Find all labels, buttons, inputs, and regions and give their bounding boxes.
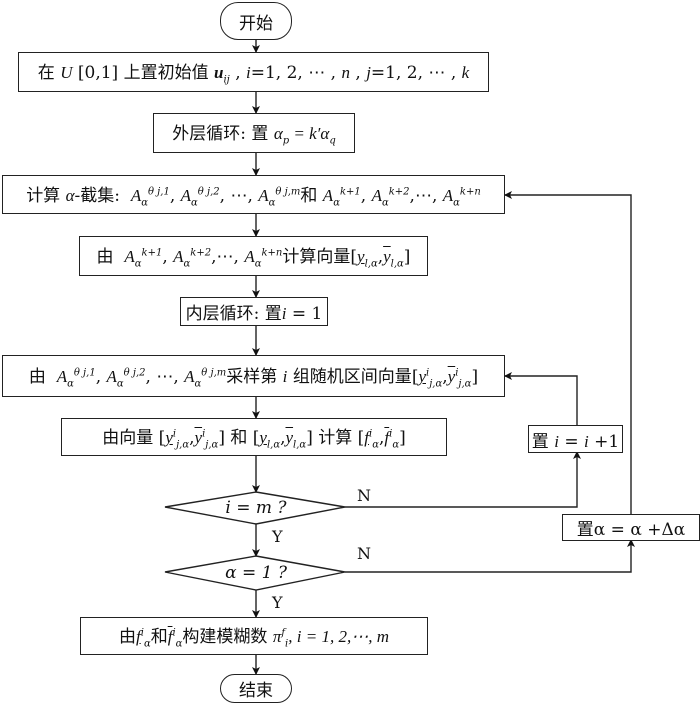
label-d1-no: N bbox=[357, 486, 371, 505]
step-outer-loop: 外层循环: 置 αp = k′αq bbox=[153, 113, 355, 153]
step-init: 在 U [0,1] 上置初始值 uij , i=1, 2, ⋯ , n , j=… bbox=[18, 52, 489, 92]
step-inner-loop: 内层循环: 置i = 1 bbox=[180, 297, 328, 326]
label-d2-no: N bbox=[357, 544, 371, 563]
arrow-d2-no bbox=[345, 539, 635, 573]
step-outer-loop-text: 外层循环: 置 αp = k′αq bbox=[172, 124, 336, 147]
decision-i-eq-m: i = m ? bbox=[200, 494, 312, 522]
arrow-d1-no bbox=[345, 451, 581, 508]
start-label: 开始 bbox=[239, 13, 273, 34]
decision-alpha-eq-1: α = 1 ? bbox=[200, 559, 312, 587]
step-compute-f: 由向量 [yij,α,yij,α] 和 [yl,α,yl,α] 计算 [fiα,… bbox=[61, 418, 447, 456]
arrow-inc-i-sample bbox=[504, 372, 578, 425]
step-compute-vector-text: 由 Aαk+1, Aαk+2,⋯, Aαk+n计算向量[yl,α,yl,α] bbox=[96, 247, 411, 270]
step-compute-vector: 由 Aαk+1, Aαk+2,⋯, Aαk+n计算向量[yl,α,yl,α] bbox=[79, 236, 428, 276]
decision-alpha-eq-1-shape bbox=[164, 555, 346, 591]
start-terminal: 开始 bbox=[220, 2, 292, 40]
end-label: 结束 bbox=[239, 681, 273, 701]
step-compute-f-text: 由向量 [yij,α,yij,α] 和 [yl,α,yl,α] 计算 [fiα,… bbox=[102, 428, 406, 451]
step-build-fuzzy: 由fiα和fiα构建模糊数 πfi, i = 1, 2,⋯, m bbox=[80, 617, 428, 655]
step-init-text: 在 U [0,1] 上置初始值 uij , i=1, 2, ⋯ , n , j=… bbox=[37, 63, 470, 86]
step-increment-i-text: 置 i = m ?i = i +1 bbox=[531, 431, 620, 452]
step-build-fuzzy-text: 由fiα和fiα构建模糊数 πfi, i = 1, 2,⋯, m bbox=[119, 627, 389, 650]
decision-alpha-eq-1-label: α = 1 ? bbox=[225, 563, 287, 583]
arrow-inc-alpha-cut bbox=[504, 191, 632, 514]
decision-i-eq-m-label: i = m ? bbox=[225, 498, 287, 518]
step-alpha-cut: 计算 α-截集: Aαθ j,1, Aαθ j,2, ⋯, Aαθ j,m和 A… bbox=[2, 175, 505, 214]
step-increment-alpha: 置α = α +Δα bbox=[562, 514, 700, 541]
step-sample: 由 Aαθ j,1, Aαθ j,2, ⋯, Aαθ j,m采样第 i 组随机区… bbox=[2, 355, 505, 397]
step-inner-loop-text: 内层循环: 置i = 1 bbox=[185, 304, 323, 324]
label-d2-yes: Y bbox=[272, 593, 283, 612]
step-increment-i: 置 i = m ?i = i +1 bbox=[528, 425, 623, 453]
step-increment-alpha-text: 置α = α +Δα bbox=[576, 520, 686, 540]
end-terminal: 结束 bbox=[220, 674, 292, 703]
decision-i-eq-m-shape bbox=[164, 491, 346, 525]
step-sample-text: 由 Aαθ j,1, Aαθ j,2, ⋯, Aαθ j,m采样第 i 组随机区… bbox=[28, 367, 479, 390]
step-alpha-cut-text: 计算 α-截集: Aαθ j,1, Aαθ j,2, ⋯, Aαθ j,m和 A… bbox=[26, 185, 481, 209]
label-d1-yes: Y bbox=[272, 527, 283, 546]
